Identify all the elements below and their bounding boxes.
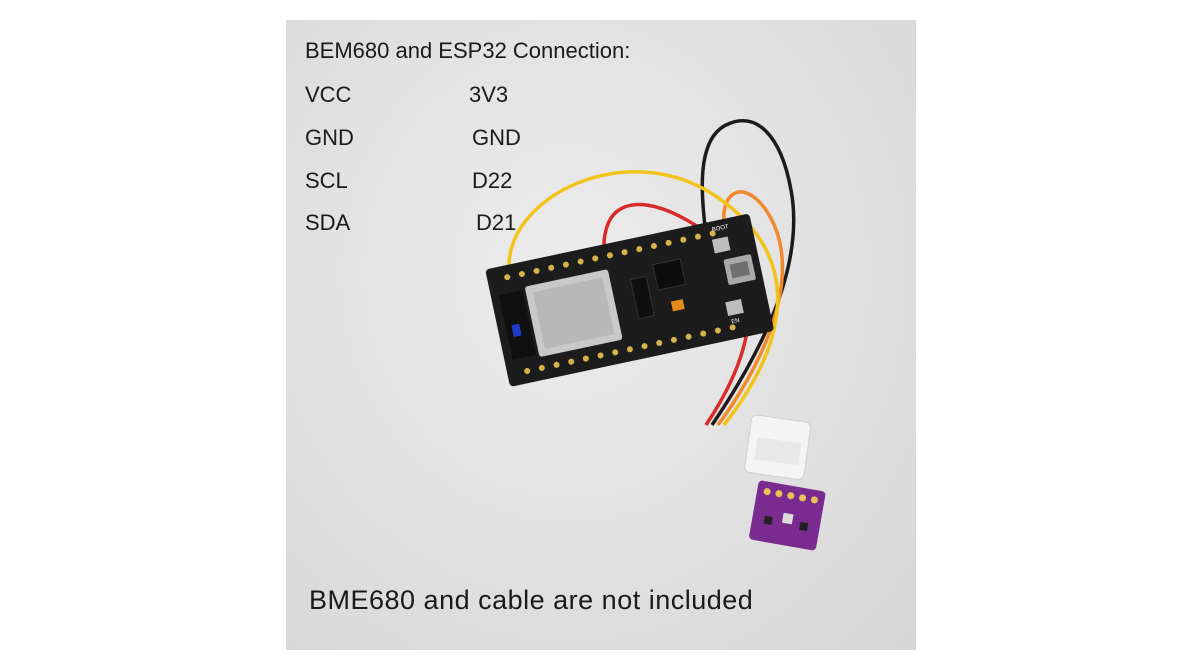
not-included-note: BME680 and cable are not included [309,585,754,615]
pin-label-sda: SDA [305,210,351,235]
pin-header-top [504,230,716,281]
wiring-scene: BOOT EN [485,119,826,551]
boot-button [711,236,731,254]
black-wire [700,119,796,426]
pin-label-scl: SCL [305,168,348,193]
pin-value-3v3: 3V3 [469,82,509,107]
usb-chip [652,258,687,291]
connection-title: BEM680 and ESP32 Connection: [305,38,631,63]
en-label: EN [731,318,740,326]
boot-label: BOOT [711,224,729,233]
pin-value-d22: D22 [472,168,513,193]
orange-wire [716,190,785,427]
pin-header-bottom [524,324,736,375]
pin-label-gnd: GND [305,125,354,150]
cable-connector [744,414,812,480]
product-photo: BOOT EN BEM680 and ESP32 Connection: VCC… [286,20,916,650]
pin-label-vcc: VCC [305,82,352,107]
en-button [725,299,744,317]
esp32-board: BOOT EN [485,214,774,387]
pin-value-gnd: GND [472,125,521,150]
pin-value-d21: D21 [476,210,517,235]
bme680-sensor [749,480,826,551]
